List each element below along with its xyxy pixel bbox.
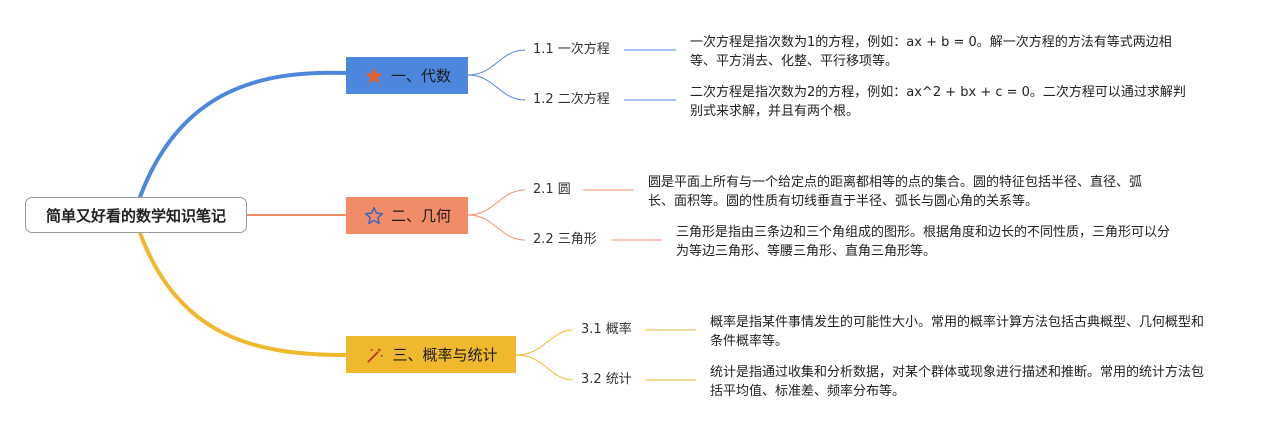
branch-probability-statistics-label: 三、概率与统计 bbox=[392, 346, 498, 364]
subtopic-circle[interactable]: 2.1 圆 bbox=[533, 182, 571, 197]
star-outline-icon bbox=[363, 205, 385, 227]
note-linear-equation: 一次方程是指次数为1的方程，例如：ax + b = 0。解一次方程的方法有等式两… bbox=[690, 35, 1172, 69]
link-algebra-1 bbox=[467, 49, 526, 76]
link-algebra-2 bbox=[467, 74, 526, 101]
root-topic-label: 简单又好看的数学知识笔记 bbox=[45, 206, 226, 225]
branch-algebra-label: 一、代数 bbox=[390, 67, 451, 85]
link-geometry-2 bbox=[467, 214, 526, 241]
branch-geometry-label: 二、几何 bbox=[390, 207, 451, 225]
subtopic-linear-equation[interactable]: 1.1 一次方程 bbox=[533, 42, 610, 57]
link-probability-2 bbox=[515, 354, 574, 381]
note-circle: 圆是平面上所有与一个给定点的距离都相等的点的集合。圆的特征包括半径、直径、弧长、… bbox=[648, 175, 1143, 209]
note-triangle: 三角形是指由三条边和三个角组成的图形。根据角度和边长的不同性质，三角形可以分为等… bbox=[676, 225, 1171, 259]
branch-geometry[interactable]: 二、几何 bbox=[346, 197, 468, 234]
subtopic-statistics[interactable]: 3.2 统计 bbox=[581, 372, 632, 387]
subtopic-probability[interactable]: 3.1 概率 bbox=[581, 322, 632, 337]
star-filled-icon bbox=[363, 65, 385, 87]
link-probability-1 bbox=[515, 329, 574, 356]
branch-probability-statistics[interactable]: 三、概率与统计 bbox=[346, 336, 516, 373]
subtopic-triangle[interactable]: 2.2 三角形 bbox=[533, 232, 597, 247]
note-probability: 概率是指某件事情发生的可能性大小。常用的概率计算方法包括古典概型、几何概型和条件… bbox=[710, 315, 1205, 349]
subtopic-quadratic-equation[interactable]: 1.2 二次方程 bbox=[533, 92, 610, 107]
note-quadratic-equation: 二次方程是指次数为2的方程，例如：ax^2 + bx + c = 0。二次方程可… bbox=[690, 85, 1186, 119]
link-root-algebra bbox=[138, 70, 348, 199]
note-statistics: 统计是指通过收集和分析数据，对某个群体或现象进行描述和推断。常用的统计方法包括平… bbox=[710, 365, 1205, 399]
root-topic[interactable]: 简单又好看的数学知识笔记 bbox=[25, 197, 247, 233]
link-root-probability bbox=[138, 231, 348, 357]
magic-wand-icon bbox=[364, 344, 386, 366]
branch-algebra[interactable]: 一、代数 bbox=[346, 57, 468, 94]
link-geometry-1 bbox=[467, 189, 526, 216]
